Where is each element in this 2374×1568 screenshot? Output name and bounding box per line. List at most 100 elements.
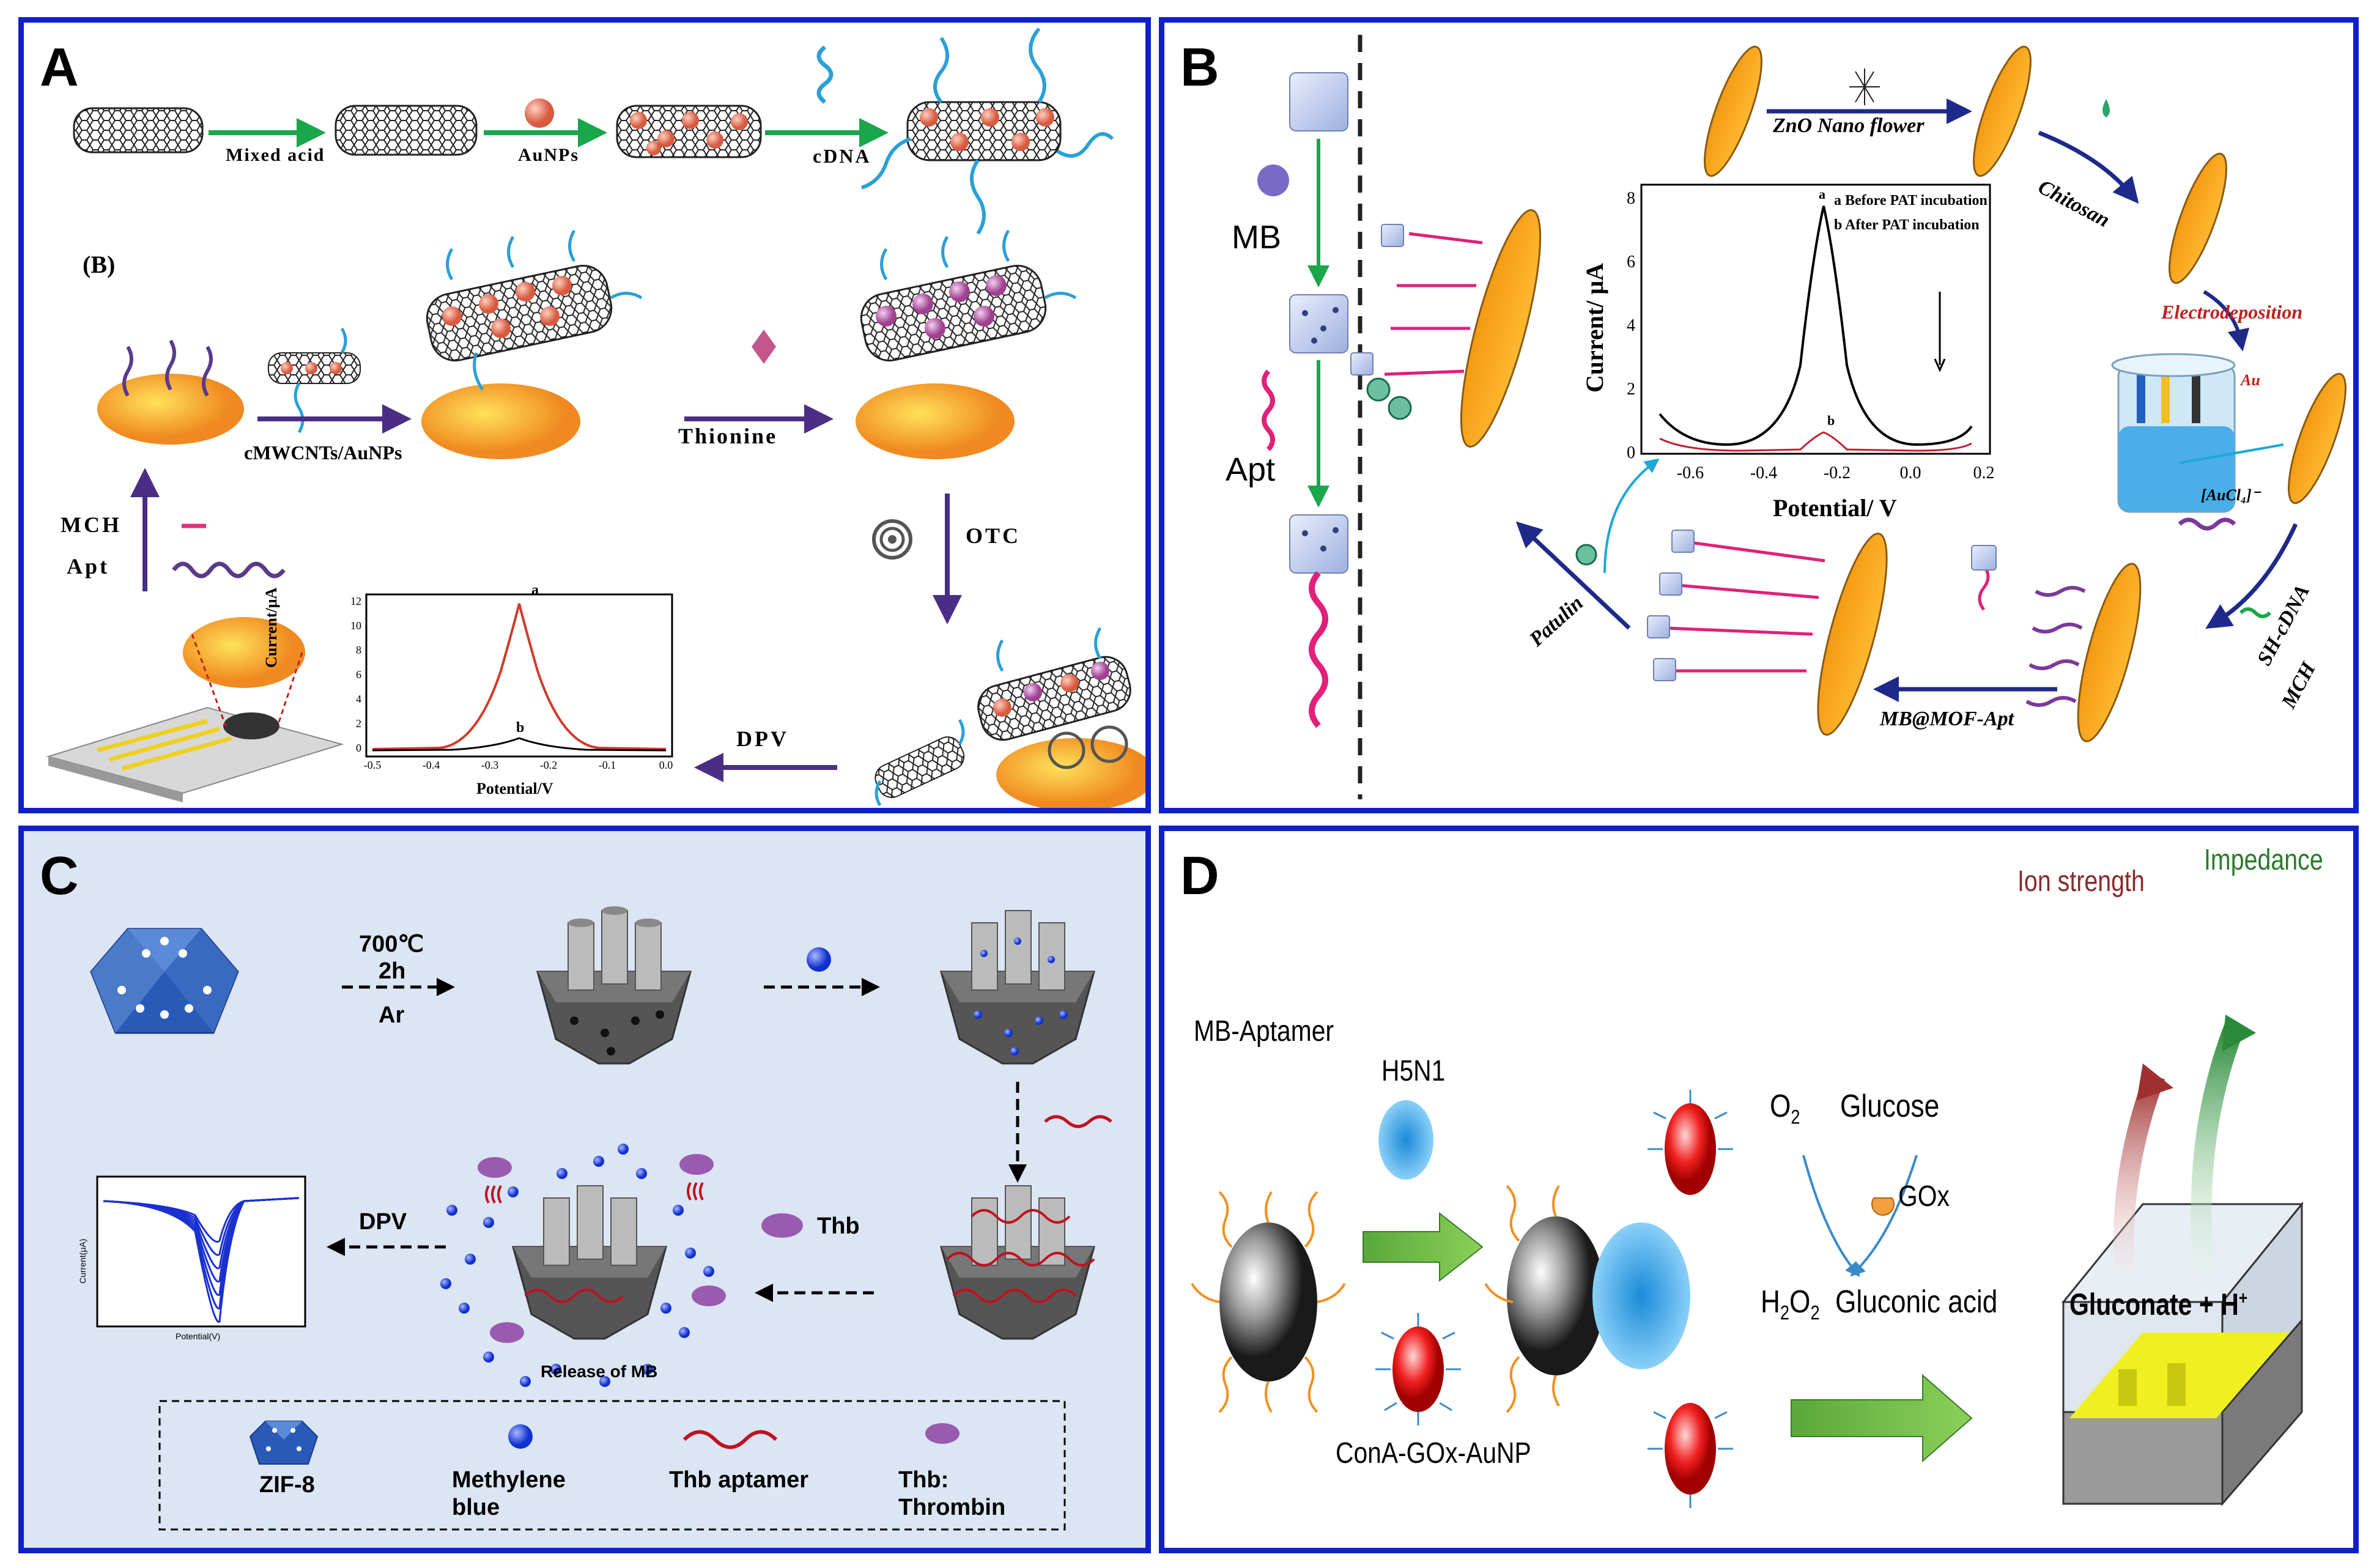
label-thb: Thb: [817, 1213, 860, 1239]
disc-released: [1460, 209, 1542, 448]
legend-aptamer-label: Thb aptamer: [669, 1467, 809, 1493]
arrow-to-chart: [1603, 458, 1660, 574]
electrode-cnt: [421, 383, 580, 459]
green-arrow-2: [1791, 1374, 1973, 1463]
label-cdna: cDNA: [813, 145, 871, 167]
zif8-polyhedron: [90, 928, 239, 1034]
green-arrow-1: [1363, 1211, 1484, 1282]
legend-blue-label: blue: [452, 1495, 500, 1520]
chart-a-xlabel: Potential/V: [476, 780, 553, 797]
chart-a-xtick: -0.5: [364, 759, 382, 771]
legend-thrombin-label-2: Thrombin: [898, 1495, 1006, 1520]
panel-a-sub-label: (B): [83, 251, 116, 278]
label-temp: 700℃: [359, 931, 424, 957]
panel-c-letter: C: [40, 845, 79, 906]
chart-b-xtick: -0.4: [1750, 464, 1777, 483]
patulin-icon: [1575, 544, 1597, 566]
legend-methylene-label: Methylene: [452, 1467, 566, 1493]
cnt-acid: [335, 105, 478, 156]
panel-d-letter: D: [1180, 845, 1219, 906]
panel-c-graphics: [90, 906, 1112, 1531]
cnt-stack-2: [860, 229, 1077, 362]
label-mb: MB: [1232, 219, 1281, 256]
chart-b-xtick: 0.0: [1900, 464, 1921, 483]
chart-a-xtick: -0.3: [481, 759, 499, 771]
label-otc: OTC: [966, 523, 1021, 548]
chart-a-curve-a: [372, 603, 667, 750]
released-mb-dot: [557, 1168, 568, 1179]
chart-b-ytick: 0: [1627, 443, 1635, 462]
disc-zno: [1973, 45, 2032, 177]
impedance-arrow: [2191, 1023, 2244, 1273]
legend-mb-icon: [508, 1424, 533, 1449]
thionine-icon: [752, 330, 776, 364]
legend-thrombin-icon: [925, 1423, 960, 1444]
released-mb-dot: [593, 1156, 604, 1167]
chart-b-label-b: b: [1827, 413, 1835, 428]
chart-b-ytick: 4: [1627, 316, 1635, 335]
chart-a-ytick: 0: [356, 742, 361, 754]
released-mb-dot: [599, 1376, 610, 1387]
panel-d-graphics: [1191, 1015, 2304, 1508]
panel-a-letter: A: [40, 37, 79, 97]
disc-mb-mof: [1817, 533, 1888, 736]
legend-aptamer-icon: [682, 1430, 778, 1449]
arrow-chitosan: [2038, 130, 2139, 204]
electrode-apt: [97, 374, 244, 445]
cnt-aunp: [616, 105, 762, 158]
disc-cdna: [2077, 563, 2142, 742]
chart-c: [96, 1175, 306, 1328]
otc-icon: [872, 519, 912, 560]
chart-b-label-a: a: [1819, 187, 1825, 202]
mof-cube-2: [1289, 294, 1348, 353]
released-mb-dot: [673, 1205, 684, 1216]
chart-b-ytick: 2: [1627, 380, 1635, 399]
chart-b-curve-b: [1659, 431, 1972, 452]
cnt-otc: [977, 627, 1131, 769]
electrode-otc: [996, 738, 1145, 808]
released-mb-dot: [618, 1144, 629, 1155]
conA-spikes: [1375, 1313, 1461, 1426]
conA-aunp-icon: [1392, 1326, 1444, 1412]
chitosan-drop-icon: [2102, 99, 2110, 117]
beaker-icon: [2111, 353, 2284, 513]
electrode-thionine: [856, 383, 1015, 459]
chart-a-label-b: b: [516, 720, 525, 736]
released-mb-dot: [446, 1205, 457, 1216]
mof-cube-1: [1289, 72, 1348, 131]
h5n1-virus-icon: [1378, 1100, 1433, 1180]
label-impedance: Impedance: [2204, 844, 2323, 876]
released-mb-dots: [440, 1144, 714, 1387]
gox-icon: [1871, 1197, 1895, 1216]
chart-a-xtick: -0.4: [423, 759, 440, 771]
released-mb-dot: [660, 1303, 671, 1314]
chart-b-xtick: 0.2: [1973, 464, 1995, 483]
release-polyhedron: [512, 1185, 667, 1340]
loaded-polyhedron: [940, 910, 1095, 1065]
carbon-polyhedron: [536, 906, 692, 1065]
thrombin-bound: [478, 1154, 726, 1343]
panel-d: D MB-Aptamer H5N1 ConA-GOx-AuNP O2 Gluco…: [1159, 826, 2359, 1553]
label-aucl4: [AuCl₄]⁻: [2201, 486, 2260, 504]
aunp-bound-1: [1665, 1103, 1716, 1195]
label-au: Au: [2241, 371, 2260, 389]
released-mb-dot: [483, 1217, 494, 1228]
mch-icon-b: [2239, 607, 2272, 618]
label-gluconic: Gluconic acid: [1835, 1284, 1998, 1320]
thrombin-icon: [761, 1213, 803, 1238]
panel-b-letter: B: [1180, 37, 1219, 97]
released-mb-dot: [520, 1376, 531, 1387]
chart-c-curve: [103, 1197, 300, 1323]
label-mixed-acid: Mixed acid: [226, 145, 325, 165]
released-mb-dot: [440, 1278, 451, 1289]
aptamer-strands-1: [1191, 1191, 1346, 1413]
label-glucose: Glucose: [1840, 1089, 1940, 1124]
released-mb-dot: [642, 1364, 653, 1375]
